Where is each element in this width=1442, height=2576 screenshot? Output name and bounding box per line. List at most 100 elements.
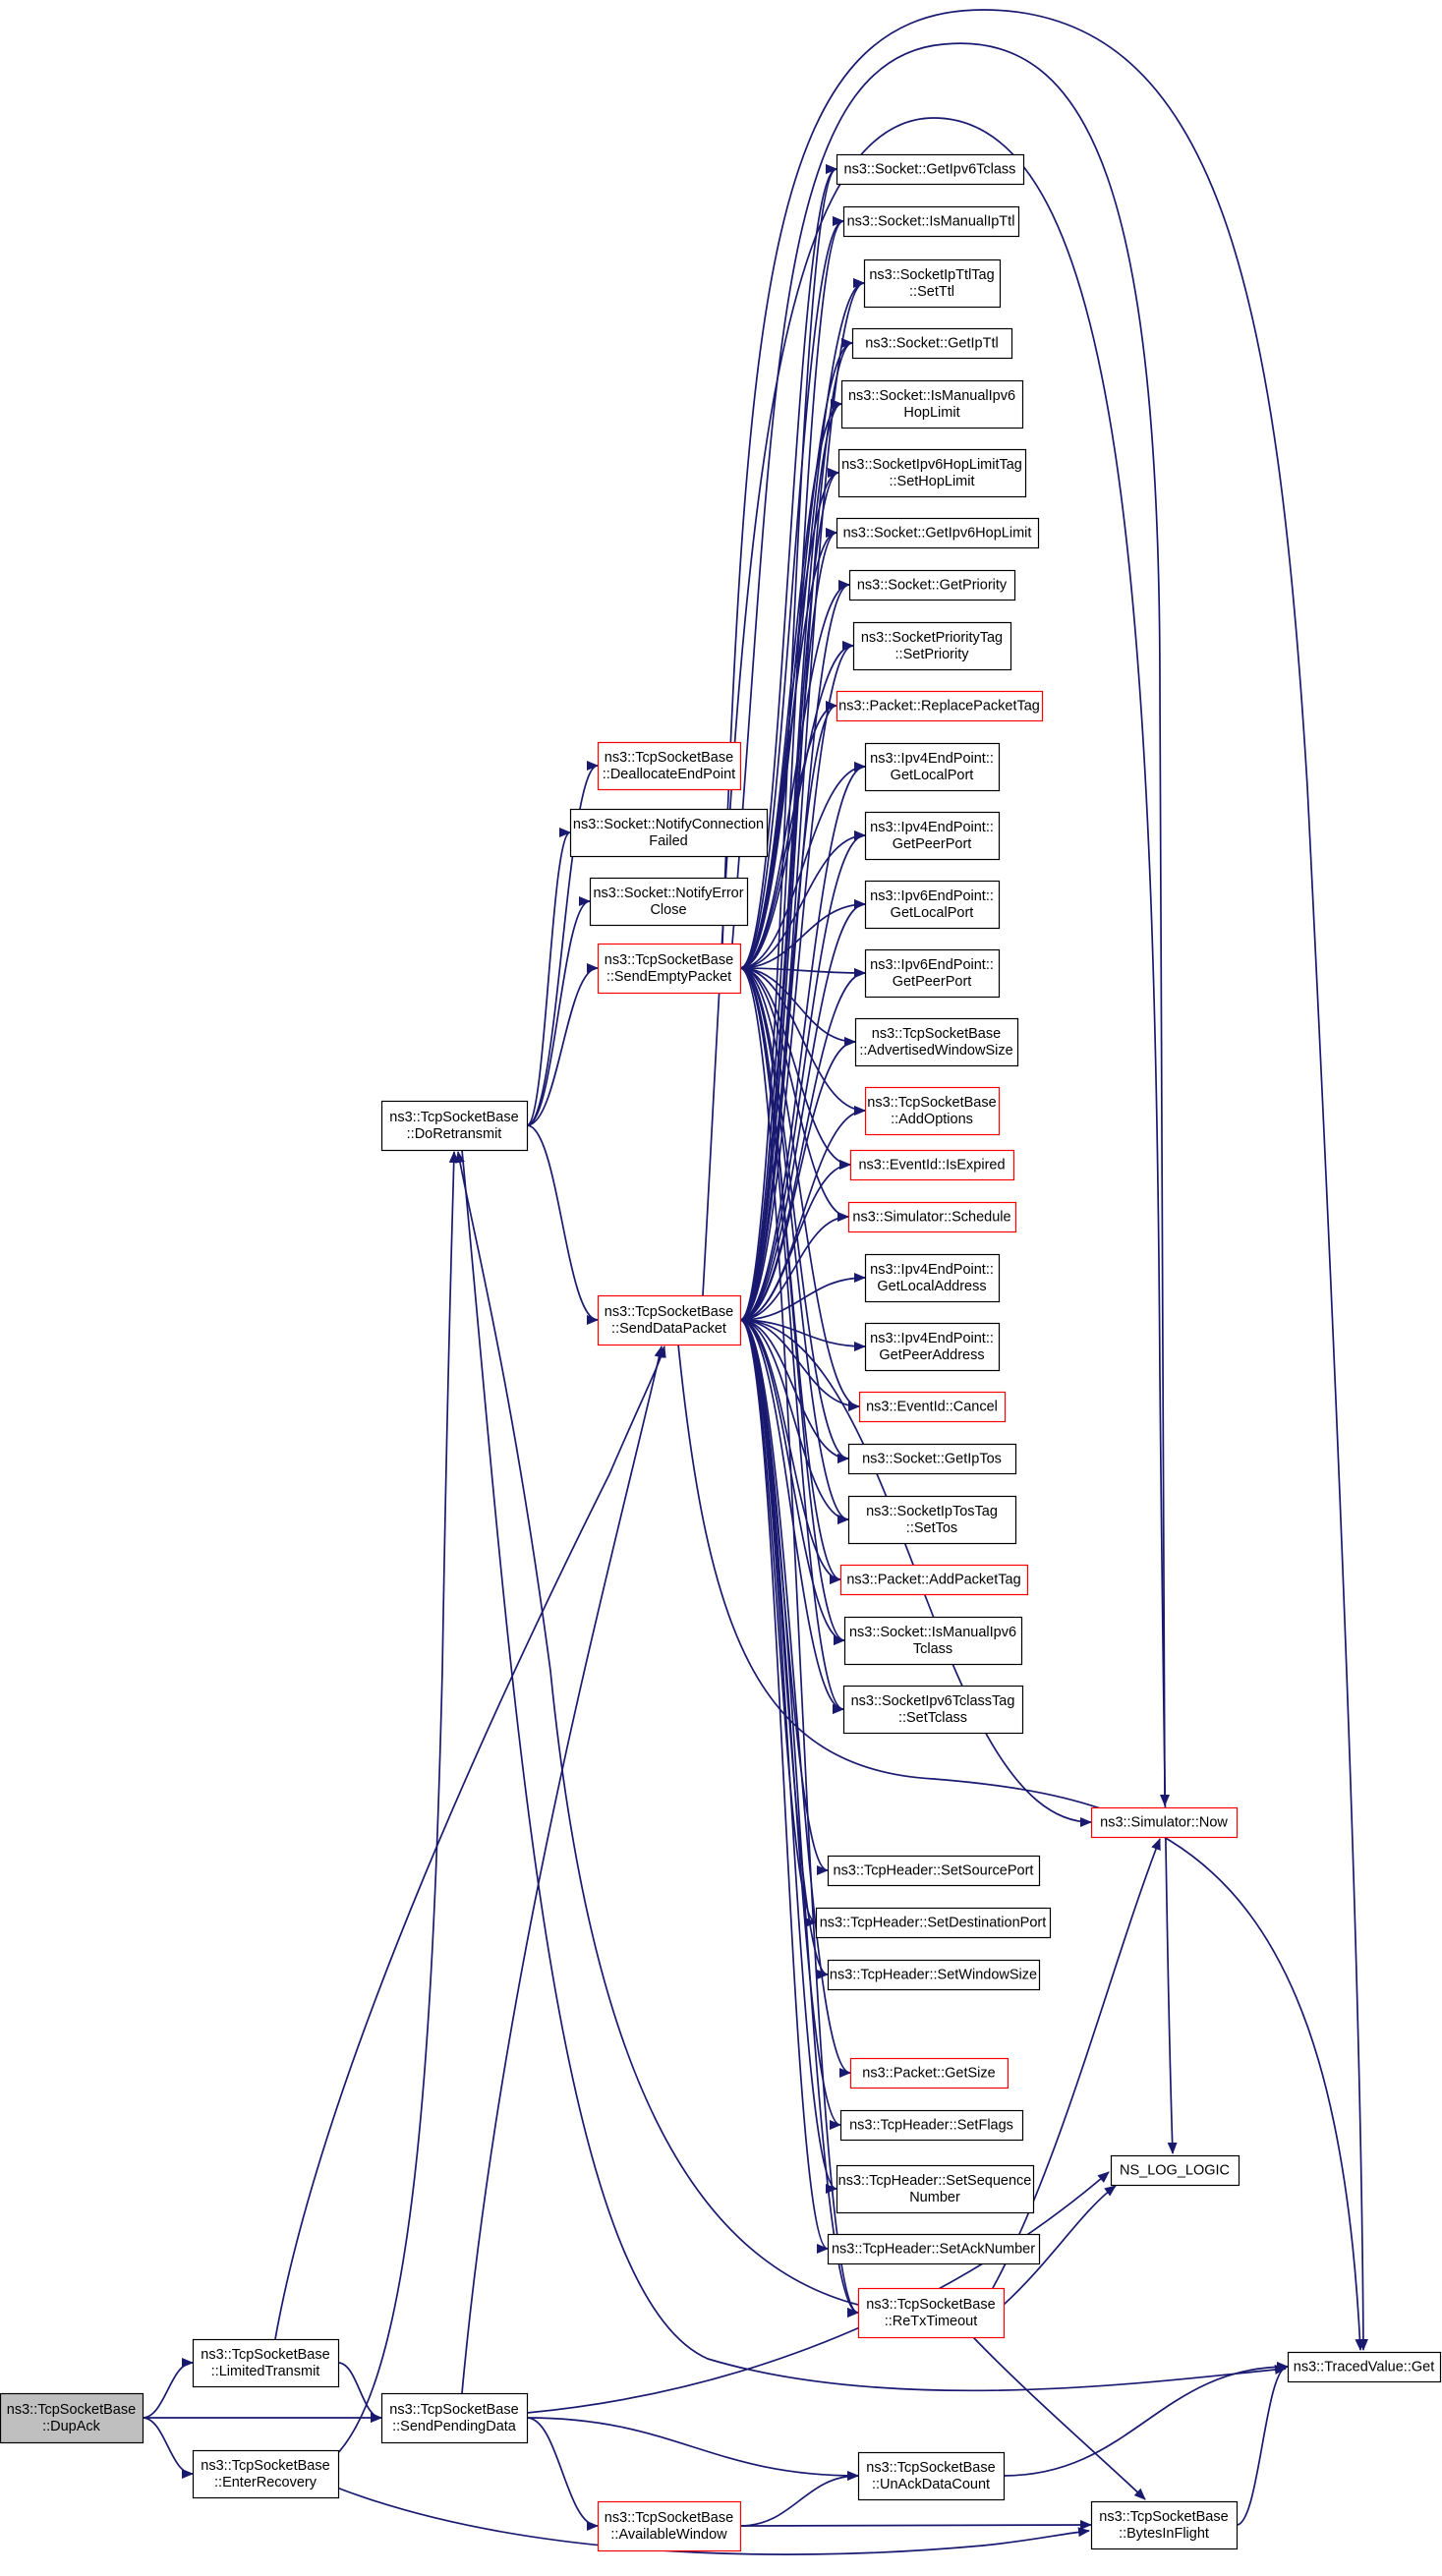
node-label: ns3::Ipv6EndPoint:: [870, 957, 994, 973]
node-setpriority[interactable]: ns3::SocketPriorityTag::SetPriority [852, 621, 1012, 671]
node-ipv6getpeerport[interactable]: ns3::Ipv6EndPoint::GetPeerPort [864, 948, 1001, 999]
node-availablewindow[interactable]: ns3::TcpSocketBase::AvailableWindow [597, 2500, 742, 2552]
node-box [836, 153, 1025, 186]
edge-limitedtransmit-to-senddatapacket [274, 1345, 666, 2340]
node-sendpendingdata[interactable]: ns3::TcpSocketBase::SendPendingData [380, 2392, 529, 2444]
node-advertisedwindowsize[interactable]: ns3::TcpSocketBase::AdvertisedWindowSize [854, 1017, 1019, 1067]
edge-doretransmit-to-tracedvalueget [461, 1149, 1287, 2392]
node-label: ::SendEmptyPacket [606, 969, 731, 985]
node-getlocaladdress[interactable]: ns3::Ipv4EndPoint::GetLocalAddress [864, 1253, 1001, 1303]
node-ismanualipttl[interactable]: ns3::Socket::IsManualIpTtl [842, 205, 1020, 238]
node-label: ns3::Packet::GetSize [862, 2066, 995, 2082]
node-sendemptypacket[interactable]: ns3::TcpSocketBase::SendEmptyPacket [597, 943, 742, 995]
node-deallocateendpoint[interactable]: ns3::TcpSocketBase::DeallocateEndPoint [597, 741, 742, 791]
node-box [827, 1855, 1041, 1887]
node-retxtimeout[interactable]: ns3::TcpSocketBase::ReTxTimeout [857, 2287, 1006, 2339]
node-dupack[interactable]: ns3::TcpSocketBase::DupAck [0, 2392, 144, 2444]
node-nslogic[interactable]: NS_LOG_LOGIC [1110, 2154, 1240, 2187]
node-settos[interactable]: ns3::SocketIpTosTag::SetTos [847, 1495, 1017, 1545]
node-box [849, 1149, 1015, 1181]
node-setttl[interactable]: ns3::SocketIpTtlTag::SetTtl [863, 258, 1002, 309]
node-getpeeraddress[interactable]: ns3::Ipv4EndPoint::GetPeerAddress [864, 1322, 1001, 1372]
node-label: ns3::Socket::IsManualIpv6 [848, 388, 1015, 404]
node-setwindowsize[interactable]: ns3::TcpHeader::SetWindowSize [827, 1959, 1041, 1991]
node-schedule[interactable]: ns3::Simulator::Schedule [847, 1201, 1017, 1233]
node-ipv4getpeerport[interactable]: ns3::Ipv4EndPoint::GetPeerPort [864, 811, 1001, 861]
node-label: ::AdvertisedWindowSize [859, 1043, 1012, 1059]
node-label: ns3::TcpHeader::SetDestinationPort [820, 1916, 1047, 1931]
edge-dupack-to-limitedtransmit [142, 2358, 194, 2419]
edge-senddatapacket-to-settclass [739, 1319, 844, 1714]
node-box [836, 517, 1040, 549]
node-ipv6getlocalport[interactable]: ns3::Ipv6EndPoint::GetLocalPort [864, 880, 1001, 930]
node-addoptions[interactable]: ns3::TcpSocketBase::AddOptions [864, 1086, 1001, 1136]
edge-sendemptypacket-to-getipv6tclass [739, 164, 837, 969]
node-box [864, 1086, 1001, 1136]
edge-doretransmit-to-notifyerrorclose [526, 896, 591, 1126]
node-box [837, 448, 1027, 498]
node-label: ns3::Socket::GetPriority [857, 578, 1008, 594]
node-replacepackettag[interactable]: ns3::Packet::ReplacePacketTag [836, 690, 1044, 722]
node-box [851, 327, 1013, 360]
node-label: ns3::Packet::AddPacketTag [846, 1573, 1020, 1588]
node-getipttl[interactable]: ns3::Socket::GetIpTtl [851, 327, 1013, 360]
node-box [1090, 1806, 1239, 1839]
node-label: ns3::TcpHeader::SetSequence [838, 2173, 1032, 2189]
node-label: ::UnAckDataCount [872, 2477, 990, 2492]
node-box [192, 2338, 340, 2388]
node-now[interactable]: ns3::Simulator::Now [1090, 1806, 1239, 1839]
node-label: ::DupAck [42, 2419, 101, 2434]
edge-dupack-to-enterrecovery [142, 2417, 194, 2479]
node-bytesinflight[interactable]: ns3::TcpSocketBase::BytesInFlight [1090, 2500, 1239, 2550]
node-box [1287, 2351, 1442, 2383]
node-box [858, 1391, 1007, 1423]
node-box [597, 741, 742, 791]
node-box [864, 742, 1001, 792]
call-edges [142, 9, 1368, 2555]
edge-doretransmit-to-deallocateendpoint [526, 761, 599, 1126]
node-label: ns3::Ipv4EndPoint:: [870, 1262, 994, 1278]
node-getpriority[interactable]: ns3::Socket::GetPriority [848, 569, 1016, 601]
node-enterrecovery[interactable]: ns3::TcpSocketBase::EnterRecovery [192, 2449, 340, 2499]
edge-senddatapacket-to-getsize [739, 1319, 851, 2078]
node-box [847, 1201, 1017, 1233]
node-cancel[interactable]: ns3::EventId::Cancel [858, 1391, 1007, 1423]
node-getiptos[interactable]: ns3::Socket::GetIpTos [847, 1443, 1017, 1475]
edge-retxtimeout-to-bytesinflight [972, 2336, 1146, 2500]
edge-bytesinflight-to-tracedvalueget [1236, 2362, 1289, 2526]
node-label: ns3::TcpHeader::SetSourcePort [834, 1863, 1034, 1879]
node-label: ns3::Socket::GetIpv6HopLimit [843, 526, 1032, 542]
node-ipv4getlocalport[interactable]: ns3::Ipv4EndPoint::GetLocalPort [864, 742, 1001, 792]
node-label: ::SetTos [906, 1520, 957, 1536]
node-settclass[interactable]: ns3::SocketIpv6TclassTag::SetTclass [842, 1685, 1024, 1735]
edge-senddatapacket-to-setflags [739, 1319, 841, 2130]
node-getipv6tclass[interactable]: ns3::Socket::GetIpv6Tclass [836, 153, 1025, 186]
node-isexpired[interactable]: ns3::EventId::IsExpired [849, 1149, 1015, 1181]
node-limitedtransmit[interactable]: ns3::TcpSocketBase::LimitedTransmit [192, 2338, 340, 2388]
node-addpackettag[interactable]: ns3::Packet::AddPacketTag [839, 1564, 1029, 1596]
node-getsize[interactable]: ns3::Packet::GetSize [849, 2057, 1009, 2089]
node-setacknumber[interactable]: ns3::TcpHeader::SetAckNumber [827, 2233, 1041, 2265]
node-doretransmit[interactable]: ns3::TcpSocketBase::DoRetransmit [380, 1100, 529, 1152]
node-getipv6hoplimit[interactable]: ns3::Socket::GetIpv6HopLimit [836, 517, 1040, 549]
node-sethoplimit[interactable]: ns3::SocketIpv6HopLimitTag::SetHopLimit [837, 448, 1027, 498]
node-box [854, 1017, 1019, 1067]
edge-sendpendingdata-to-unackdatacount [526, 2417, 859, 2481]
node-box [852, 621, 1012, 671]
edge-retxtimeout-to-nslogic [1003, 2185, 1117, 2306]
node-setdestinationport[interactable]: ns3::TcpHeader::SetDestinationPort [815, 1907, 1052, 1939]
node-label: GetPeerPort [893, 836, 972, 852]
node-senddatapacket[interactable]: ns3::TcpSocketBase::SendDataPacket [597, 1294, 742, 1346]
node-setsourceport[interactable]: ns3::TcpHeader::SetSourcePort [827, 1855, 1041, 1887]
node-label: GetPeerPort [893, 974, 972, 990]
node-box [589, 877, 749, 927]
node-tracedvalueget[interactable]: ns3::TracedValue::Get [1287, 2351, 1442, 2383]
node-box [380, 1100, 529, 1152]
node-unackdatacount[interactable]: ns3::TcpSocketBase::UnAckDataCount [857, 2451, 1006, 2501]
node-setflags[interactable]: ns3::TcpHeader::SetFlags [839, 2109, 1024, 2142]
